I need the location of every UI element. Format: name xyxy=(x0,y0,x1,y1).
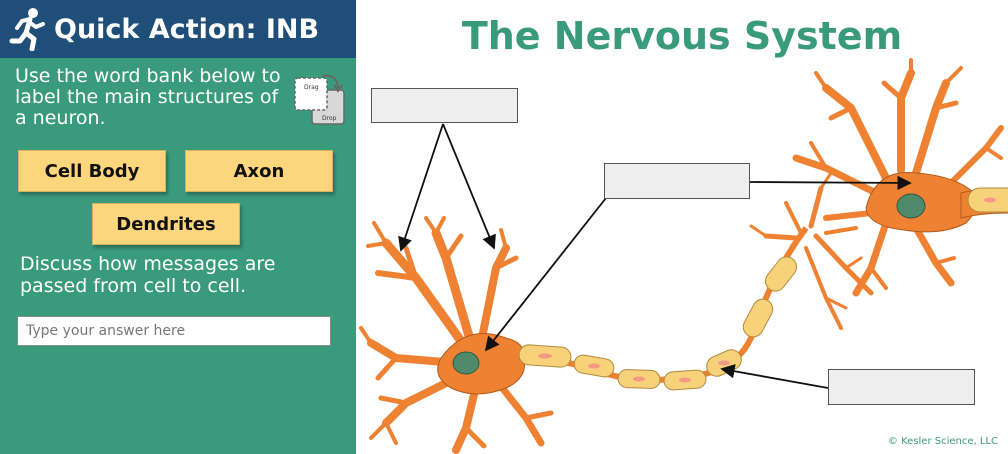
dendrites-right xyxy=(792,58,1004,297)
copyright-text: © Kesler Science, LLC xyxy=(887,436,998,447)
neuron-left xyxy=(359,216,554,454)
dendrites-left xyxy=(359,216,554,454)
drag-drop-icon: Drag Drop xyxy=(294,74,345,125)
label-drop-box-axon[interactable] xyxy=(828,369,975,405)
label-drop-box-dendrites[interactable] xyxy=(371,88,518,123)
left-panel: Quick Action: INB Use the word bank belo… xyxy=(0,0,356,454)
neuron-right xyxy=(792,58,1008,297)
nucleus-left xyxy=(452,351,480,375)
axon-terminals xyxy=(749,171,874,330)
label-drop-box-cell-body[interactable] xyxy=(604,163,750,199)
neuron-diagram xyxy=(359,58,1008,454)
word-chip-dendrites[interactable]: Dendrites xyxy=(92,203,240,245)
instructions-text: Use the word bank below to label the mai… xyxy=(15,65,281,129)
running-person-icon xyxy=(9,8,45,51)
label-arrows xyxy=(398,123,912,389)
discussion-prompt: Discuss how messages are passed from cel… xyxy=(20,253,276,297)
page-title: The Nervous System xyxy=(461,14,903,58)
header-bar: Quick Action: INB xyxy=(0,0,356,58)
header-title: Quick Action: INB xyxy=(54,13,320,45)
answer-input[interactable] xyxy=(17,316,331,346)
word-chip-cell-body[interactable]: Cell Body xyxy=(18,150,166,192)
drag-label: Drag xyxy=(304,84,319,91)
drop-label: Drop xyxy=(322,115,337,122)
word-chip-axon[interactable]: Axon xyxy=(185,150,333,192)
axon xyxy=(515,171,874,391)
nucleus-right xyxy=(896,193,926,219)
